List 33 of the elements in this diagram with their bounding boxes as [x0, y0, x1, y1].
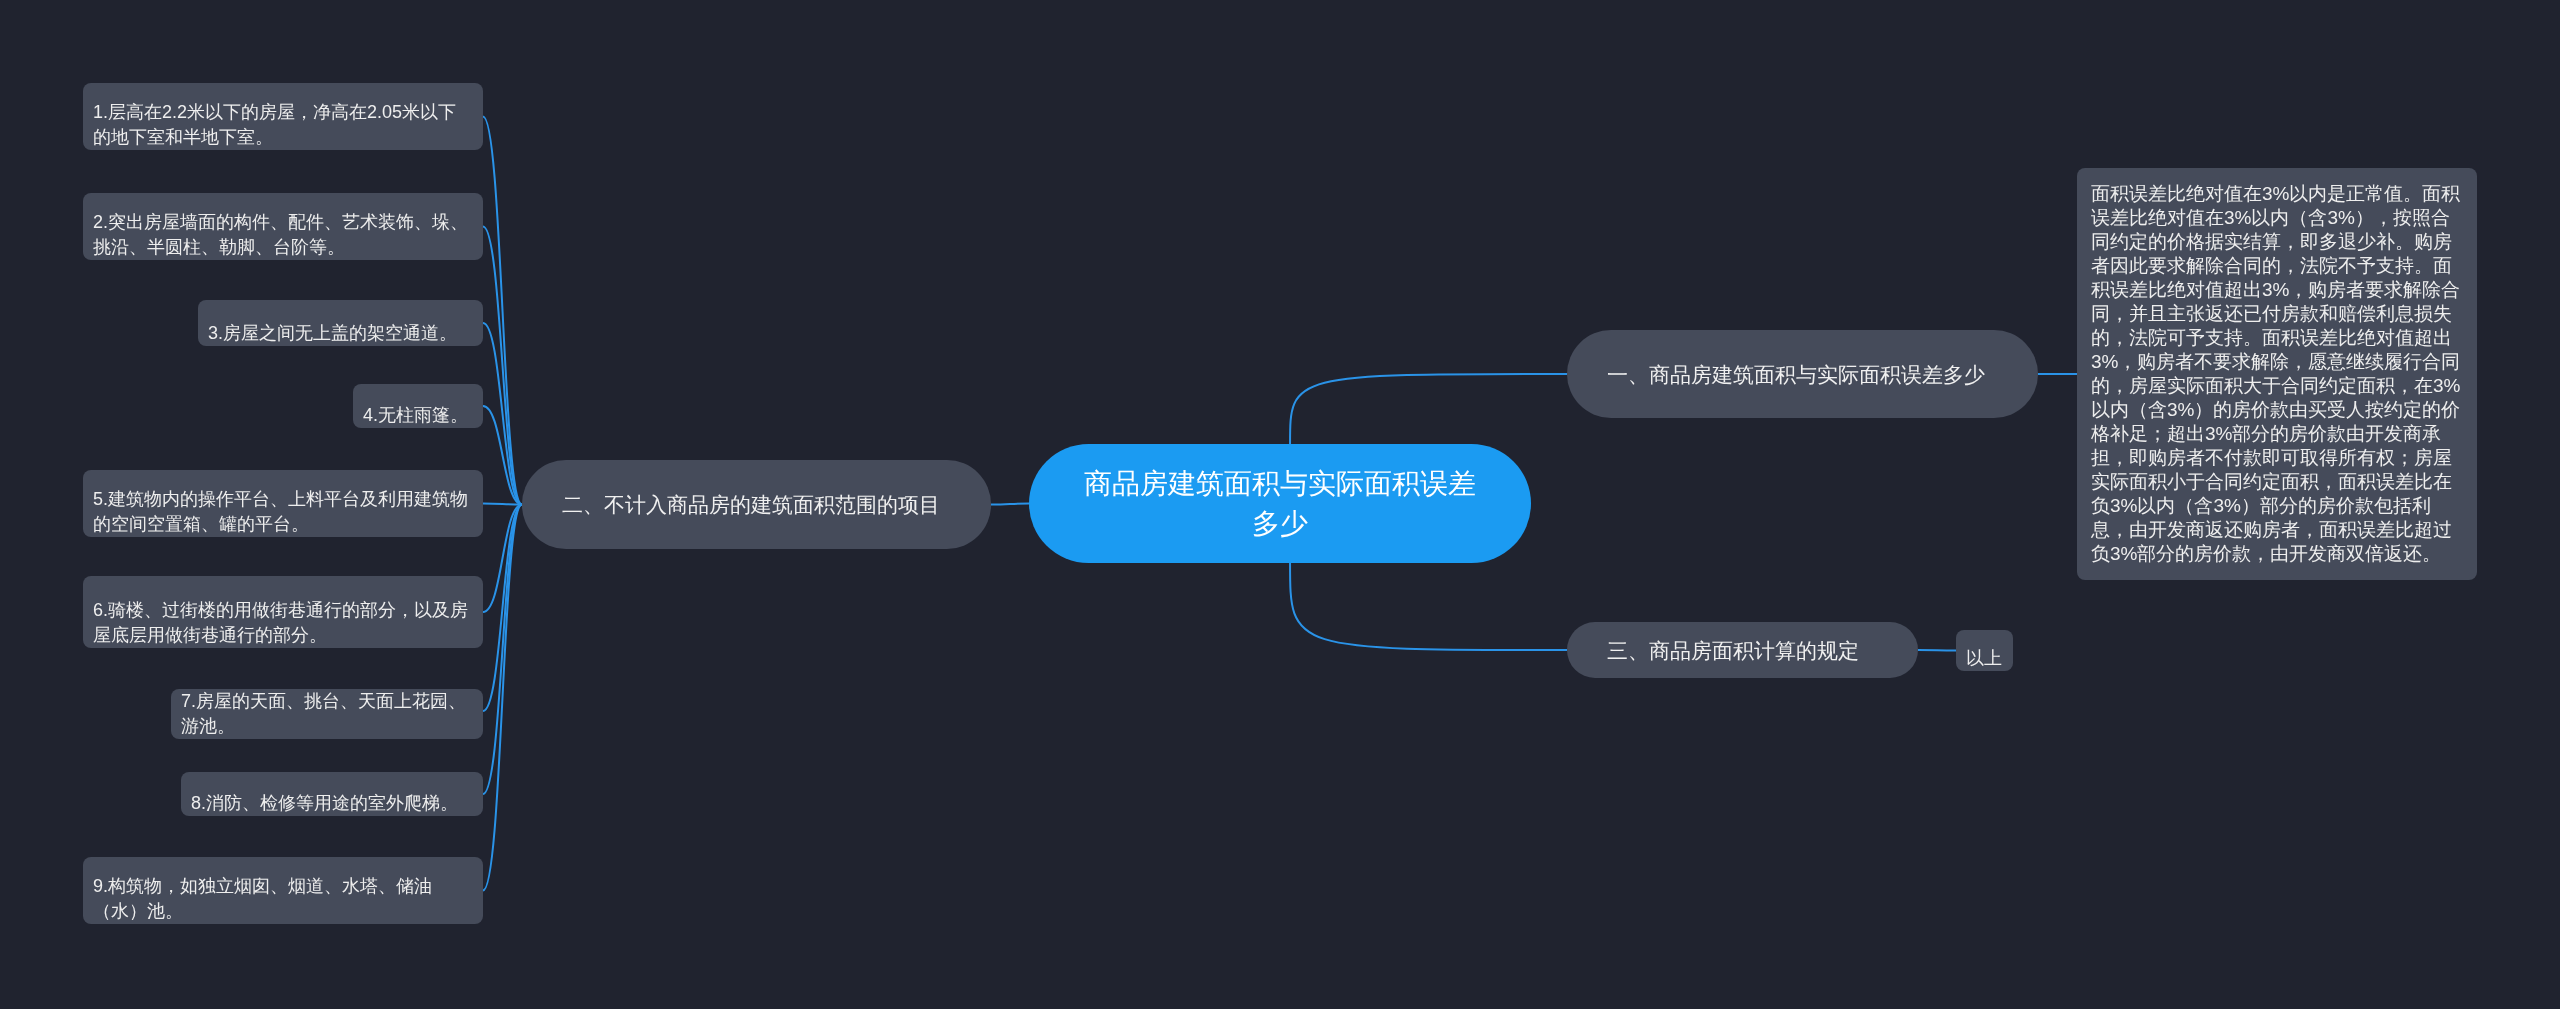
topic-text: 8.消防、检修等用途的室外爬梯。: [191, 792, 459, 815]
topic-note: [83, 857, 483, 924]
connector-line: [482, 322, 523, 506]
topic-note: [83, 576, 483, 648]
connector-line: [1289, 373, 1568, 445]
connector-line: [990, 502, 1030, 506]
connector-line: [2037, 373, 2078, 375]
topic-text: 3.房屋之间无上盖的架空通道。: [208, 322, 458, 345]
topic-text: 1.层高在2.2米以下的房屋，净高在2.05米以下的地下室和半地下室。: [93, 101, 458, 149]
topic-note: [181, 772, 483, 816]
topic-text: 一、商品房建筑面积与实际面积误差多少: [1607, 361, 1986, 388]
topic-text: 5.建筑物内的操作平台、上料平台及利用建筑物的空间空置箱、罐的平台。: [93, 488, 469, 536]
topic-text: 9.构筑物，如独立烟囱、烟道、水塔、储油（水）池。: [93, 875, 433, 923]
topic-text: 6.骑楼、过街楼的用做街巷通行的部分，以及房屋底层用做街巷通行的部分。: [93, 599, 469, 647]
topic-note: [83, 83, 483, 150]
topic-text: 面积误差比绝对值在3%以内是正常值。面积误差比绝对值在3%以内（含3%），按照合同约定的价格据实结算，即多退少补。购房者因此要求解除合同的，法院不予支持。面积误差比绝对值超出3%，购房者要求解除合同，并且主张返还已付房款和赔偿利息损失的，法院可予支持。面积误差比绝对值超出3%，购房者不要求解除，愿意继续履行合同的，房屋实际面积大于合同约定面积，在3%以内（含3%）的房价款由买受人按约定的价格补足；超出3%部分的房价款由开发商承担，即购房者不付款即可取得所有权；房屋实际面积小于合同约定面积，面积误差比在负3%以内（含3%）部分的房价款包括利息，由开发商返还购房者，面积误差比超过负3%部分的房价款，由开发商双倍返还。: [2091, 182, 2462, 566]
topic-text: 2.突出房屋墙面的构件、配件、艺术装饰、垛、挑沿、半圆柱、勒脚、台阶等。: [93, 211, 469, 259]
topic-text: 7.房屋的天面、挑台、天面上花园、游池。: [181, 690, 467, 738]
topic-text: 三、商品房面积计算的规定: [1607, 637, 1860, 664]
topic-note: [83, 193, 483, 260]
connector-line: [1289, 562, 1568, 651]
topic-text: 二、不计入商品房的建筑面积范围的项目: [562, 492, 941, 518]
connector-line: [482, 115, 523, 506]
topic-text: 4.无柱雨篷。: [363, 404, 469, 427]
topic-note: [83, 470, 483, 537]
connector-line: [1917, 649, 1957, 652]
connector-line: [482, 503, 523, 892]
topic-note: [353, 384, 483, 428]
topic-text: 以上: [1966, 647, 2003, 670]
topic-text: 商品房建筑面积与实际面积误差多少: [1083, 466, 1477, 541]
topic-note: [198, 300, 483, 346]
subtopic-bubble: [1567, 622, 1918, 678]
topic-note: [1956, 630, 2013, 671]
